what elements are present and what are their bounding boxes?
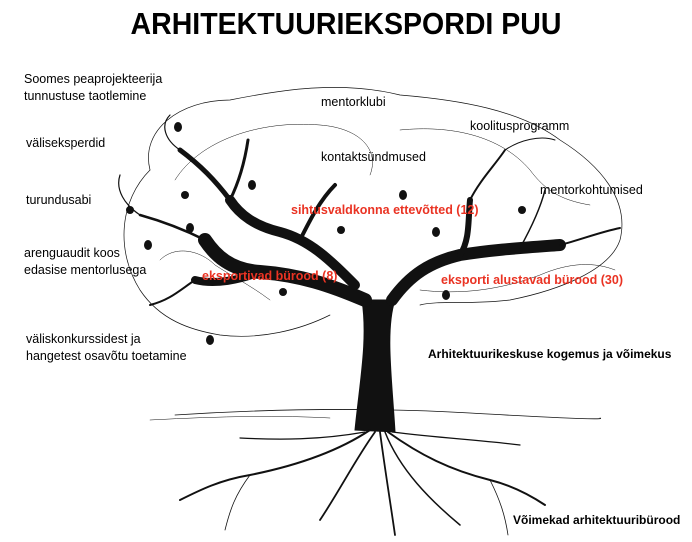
tree-fruits [126,122,526,345]
ground-line [174,409,602,420]
branch-label-alustavad: eksporti alustavad bürood (30) [441,273,623,287]
label-koolitusprogramm: koolitusprogramm [470,119,570,133]
label-valiseksperdid: väliseksperdid [26,136,106,150]
canopy-outline [148,87,623,306]
label-voimekad: Võimekad arhitektuuribürood [513,513,681,527]
label-valiskonkursid: väliskonkurssidest ja hangetest osavõtu … [26,332,187,363]
label-arenguaudit: arenguaudit koos edasise mentorlusega [24,246,147,277]
branch-label-eksportivad: eksportivad bürood (8) [202,269,338,283]
label-soomes: Soomes peaprojekteerija tunnustuse taotl… [24,72,163,103]
label-mentorklubi: mentorklubi [321,95,386,109]
tree-roots [179,429,371,501]
branch-label-sihtturu: sihtusvaldkonna ettevõtted (12) [291,203,479,217]
label-kontaktsundmused: kontaktsündmused [321,150,426,164]
label-mentorkohtumised: mentorkohtumised [540,183,643,197]
label-kogemus: Arhitektuurikeskuse kogemus ja võimekus [428,347,672,361]
branch-middle [225,195,360,290]
page-title: ARHITEKTUURIEKSPORDI PUU [130,6,562,41]
tree-trunk [354,299,396,433]
label-turundusabi: turundusabi [26,193,92,207]
